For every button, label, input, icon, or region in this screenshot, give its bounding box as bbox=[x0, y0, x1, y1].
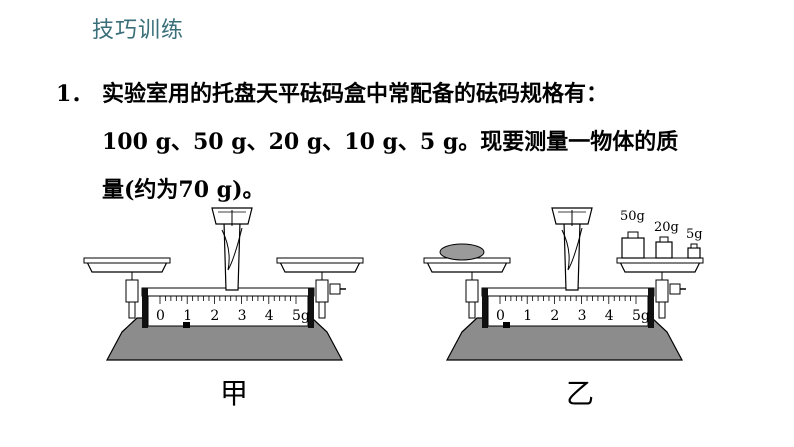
weight-label-20g: 20g bbox=[654, 220, 679, 235]
balance-figure: 0 1 2 3 4 5g 0 1 2 3 4 5g 50g 20g 5g bbox=[83, 207, 704, 361]
question-line-2: 100 g、50 g、20 g、10 g、5 g。现要测量一物体的质 bbox=[102, 129, 679, 155]
ruler-tick-label: 3 bbox=[238, 308, 247, 324]
weight-5g bbox=[687, 247, 701, 259]
ruler-tick-label: 5g bbox=[632, 308, 650, 324]
ruler-tick-label: 5g bbox=[292, 308, 310, 324]
ruler-tick-label: 1 bbox=[523, 308, 532, 324]
ruler-ticks-left: 0 1 2 3 4 5g bbox=[156, 296, 310, 324]
ruler-tick-label: 2 bbox=[550, 308, 559, 324]
question-line-1: 1． 实验室用的托盘天平砝码盒中常配备的砝码规格有： bbox=[56, 70, 756, 118]
section-title: 技巧训练 bbox=[92, 18, 185, 43]
caption-left: 甲 bbox=[220, 377, 249, 410]
ruler-tick-label: 0 bbox=[496, 308, 505, 324]
question-text: 1． 实验室用的托盘天平砝码盒中常配备的砝码规格有： 100 g、50 g、20 … bbox=[56, 70, 756, 214]
rider-right bbox=[503, 322, 510, 328]
ruler-tick-label: 4 bbox=[265, 308, 274, 324]
rider-left bbox=[183, 322, 190, 328]
ruler-tick-label: 1 bbox=[183, 308, 192, 324]
ruler-tick-label: 0 bbox=[156, 308, 165, 324]
ruler-ticks-right: 0 1 2 3 4 5g bbox=[496, 296, 650, 324]
weight-20g bbox=[655, 241, 673, 259]
question-number: 1． bbox=[56, 81, 94, 107]
question-line-3: 量(约为70 g)。 bbox=[102, 177, 265, 203]
ruler-tick-label: 4 bbox=[605, 308, 614, 324]
weight-label-5g: 5g bbox=[686, 227, 703, 242]
caption-right: 乙 bbox=[566, 377, 595, 410]
object-on-pan bbox=[439, 243, 485, 261]
ruler-tick-label: 2 bbox=[210, 308, 219, 324]
ruler-tick-label: 3 bbox=[578, 308, 587, 324]
question-line-1-text: 实验室用的托盘天平砝码盒中常配备的砝码规格有： bbox=[102, 81, 609, 107]
weight-50g bbox=[621, 237, 645, 259]
weight-label-50g: 50g bbox=[620, 209, 645, 224]
balance-left bbox=[83, 207, 364, 361]
